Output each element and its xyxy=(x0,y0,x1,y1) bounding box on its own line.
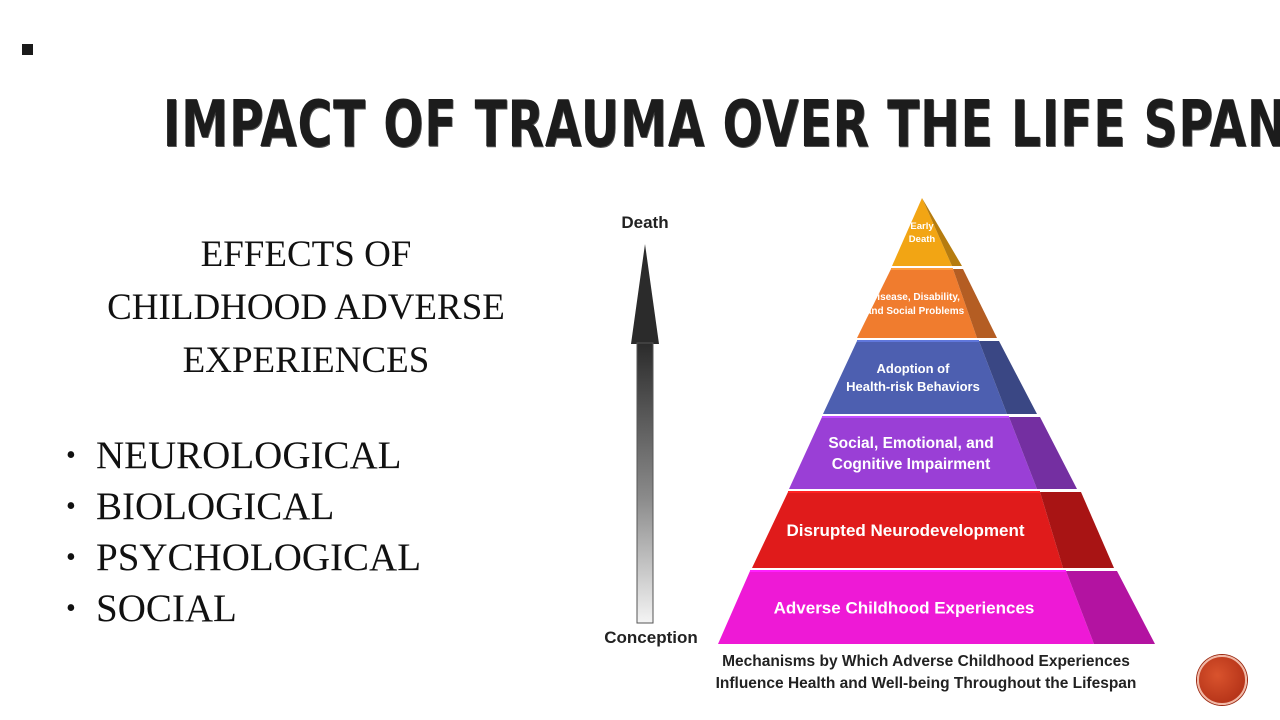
pyramid-level-front-face xyxy=(823,341,1007,414)
pyramid-level-side-face xyxy=(953,269,997,338)
subheading-line-2: CHILDHOOD ADVERSE xyxy=(107,287,505,328)
pyramid-level-label: Disease, Disability, xyxy=(870,292,960,303)
effects-list: • NEUROLOGICAL • BIOLOGICAL • PSYCHOLOGICAL… xyxy=(66,430,421,634)
arrow-shaft xyxy=(636,342,654,624)
pyramid-level-6: Adverse Childhood Experiences xyxy=(718,570,1155,644)
pyramid-level-front-face xyxy=(789,417,1037,489)
next-slide-button[interactable] xyxy=(1197,655,1247,705)
pyramid-level-front-face xyxy=(752,492,1063,568)
pyramid-level-2: Disease, Disability, and Social Problems xyxy=(857,268,997,338)
pyramid-level-label: Adverse Childhood Experiences xyxy=(774,598,1035,617)
pyramid-level-side-face xyxy=(979,341,1037,414)
pyramid-level-label: and Social Problems xyxy=(866,306,965,317)
pyramid-level-side-face xyxy=(1009,417,1077,489)
subheading-line-1: EFFECTS OF xyxy=(200,234,412,275)
arrow-bottom-label: Conception xyxy=(604,628,698,647)
lifespan-arrow: Death Conception xyxy=(604,213,698,647)
pyramid-level-label: Adoption of xyxy=(877,361,951,376)
arrow-top-label: Death xyxy=(621,213,668,232)
pyramid-level-label: Death xyxy=(909,234,936,245)
pyramid-level-label: Disrupted Neurodevelopment xyxy=(786,521,1024,540)
bullet-icon: • xyxy=(66,491,76,522)
pyramid-level-front-face xyxy=(892,198,952,266)
pyramid-level-5: Disrupted Neurodevelopment xyxy=(752,491,1114,568)
list-item-neurological: • NEUROLOGICAL xyxy=(66,430,421,481)
list-item-label: BIOLOGICAL xyxy=(96,485,335,528)
bullet-icon: • xyxy=(66,542,76,573)
subheading: EFFECTS OF CHILDHOOD ADVERSE EXPERIENCES xyxy=(60,228,552,387)
pyramid-level-side-face xyxy=(1066,571,1155,644)
diagram-caption-line-1: Mechanisms by Which Adverse Childhood Ex… xyxy=(722,653,1130,670)
pyramid-level-front-face xyxy=(718,571,1094,644)
list-item-label: NEUROLOGICAL xyxy=(96,434,402,477)
list-item-label: SOCIAL xyxy=(96,587,237,630)
pyramid-level-label: Cognitive Impairment xyxy=(832,456,990,473)
list-item-label: PSYCHOLOGICAL xyxy=(96,536,422,579)
pyramid-level-label: Health-risk Behaviors xyxy=(846,379,980,394)
list-item-social: • SOCIAL xyxy=(66,583,421,634)
pyramid-level-label: Early xyxy=(910,221,934,232)
pyramid-level-3: Adoption of Health-risk Behaviors xyxy=(823,340,1037,414)
corner-square-marker xyxy=(22,44,33,55)
pyramid-level-front-face xyxy=(857,269,977,338)
subheading-line-3: EXPERIENCES xyxy=(182,340,430,381)
pyramid-level-side-face xyxy=(922,198,962,266)
bullet-icon: • xyxy=(66,593,76,624)
list-item-biological: • BIOLOGICAL xyxy=(66,481,421,532)
pyramid-level-label: Social, Emotional, and xyxy=(828,435,993,452)
list-item-psychological: • PSYCHOLOGICAL xyxy=(66,532,421,583)
pyramid-level-side-face xyxy=(1040,492,1114,568)
diagram-caption-line-2: Influence Health and Well-being Througho… xyxy=(716,675,1137,692)
bullet-icon: • xyxy=(66,440,76,471)
arrow-head-icon xyxy=(631,244,659,344)
